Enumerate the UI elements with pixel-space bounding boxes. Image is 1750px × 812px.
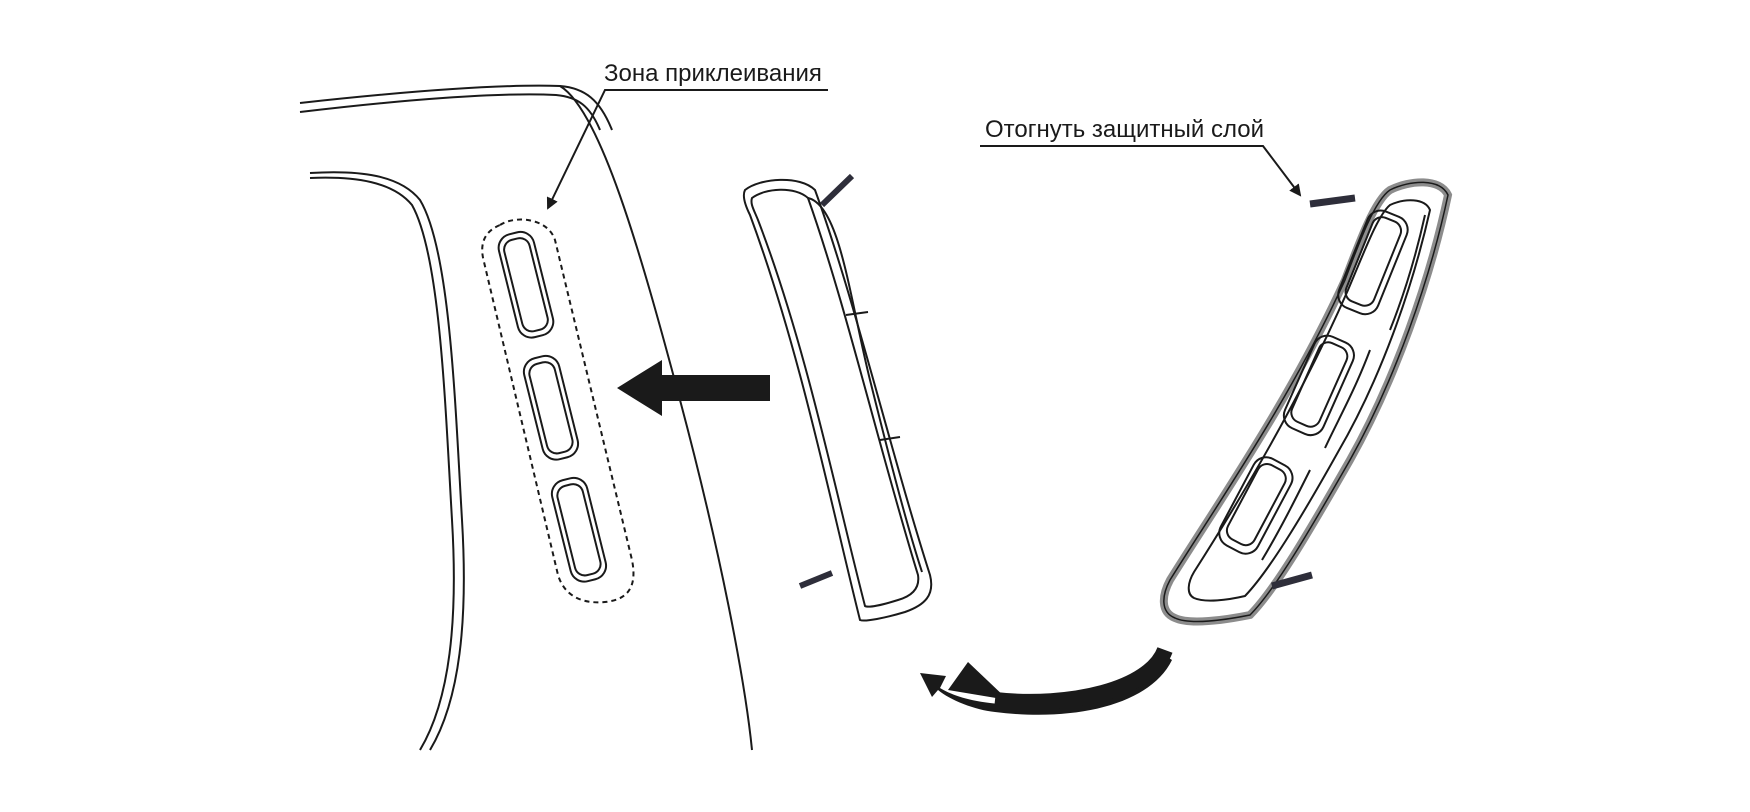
- peel-tab-top: [1309, 194, 1356, 208]
- attach-arrow: [617, 360, 770, 416]
- helmet-shell: [299, 84, 753, 751]
- adhesion-zone-label: Зона приклеивания: [604, 60, 822, 87]
- peel-layer-label: Отогнуть защитный слой: [985, 116, 1265, 143]
- peel-layer-leader: [980, 145, 1302, 197]
- adhesion-slot-3: [550, 476, 608, 583]
- pad-front-view: [1159, 178, 1453, 626]
- adhesion-zone-leader: [546, 89, 828, 210]
- adhesion-zone-dashed-outline: [481, 218, 635, 604]
- flip-arrow: [920, 646, 1173, 715]
- peel-tab-bottom: [1271, 571, 1313, 590]
- pad-slot-2: [1282, 334, 1355, 437]
- pad-slot-1: [1337, 209, 1409, 316]
- pad-side-view: [742, 173, 933, 622]
- adhesion-zone-area: [481, 218, 635, 604]
- pad-tab-top: [819, 173, 855, 208]
- adhesion-slot-1: [497, 230, 555, 339]
- pad-slot-3: [1218, 456, 1294, 555]
- adhesion-slot-2: [522, 354, 580, 461]
- pad-tab-bottom: [798, 570, 834, 589]
